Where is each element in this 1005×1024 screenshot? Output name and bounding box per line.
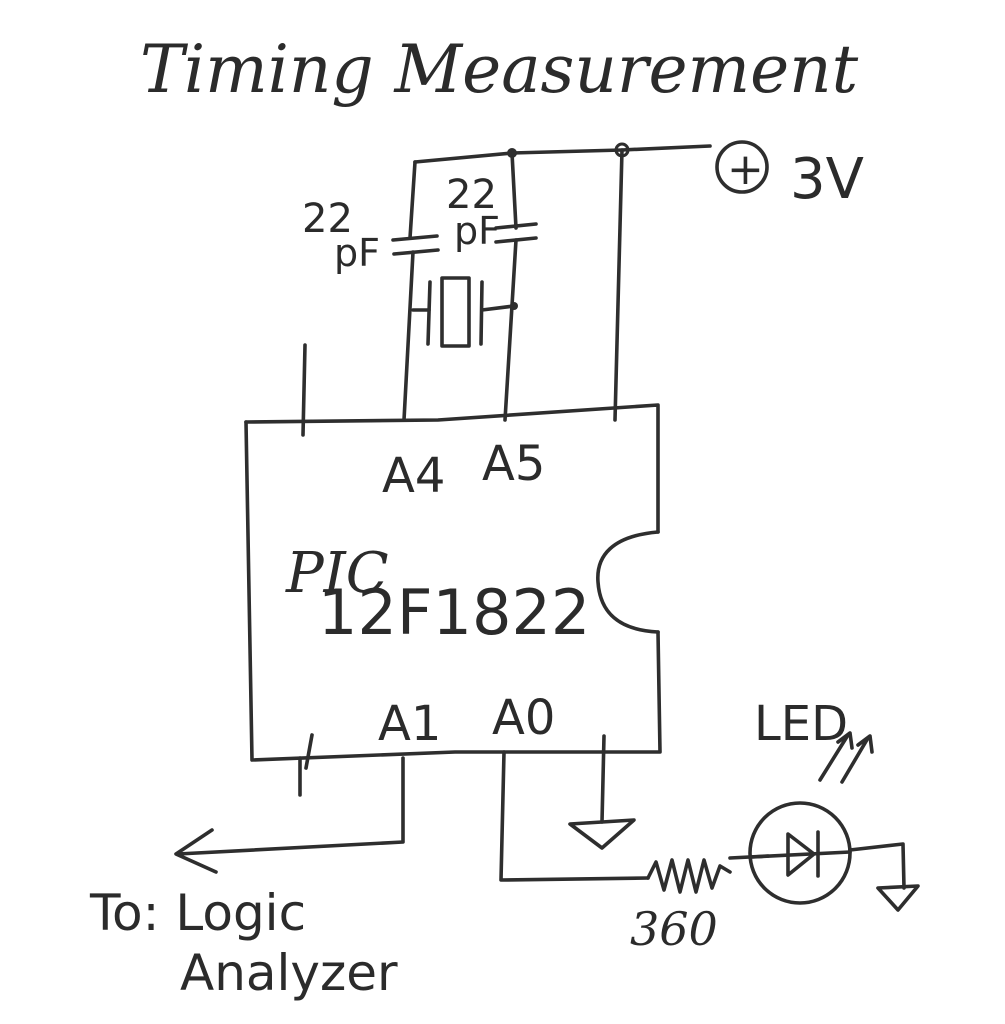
pin-label-a0: A0	[492, 690, 555, 746]
power-source-symbol: +	[715, 140, 769, 195]
power-plus-symbol: +	[727, 144, 764, 195]
chip-name-line1: PIC	[285, 541, 389, 606]
led-label: LED	[754, 696, 848, 752]
capacitor-1-unit: pF	[334, 231, 380, 275]
crystal-oscillator-network	[391, 151, 538, 422]
led-symbol	[748, 731, 906, 905]
logic-analyzer-output	[174, 756, 405, 874]
output-label-line2: Analyzer	[180, 944, 398, 1002]
resistor-value: 360	[630, 902, 718, 956]
output-label-line1: To: Logic	[89, 884, 306, 942]
capacitor-2-value: 22	[446, 172, 497, 218]
pin-label-a1: A1	[378, 696, 441, 752]
power-voltage-label: 3V	[790, 147, 864, 212]
pin-label-a4: A4	[382, 448, 445, 504]
ground-symbol-chip	[568, 734, 636, 850]
pin-label-a5: A5	[482, 436, 545, 492]
pic-chip	[244, 403, 662, 770]
chip-name-line2: 12F1822	[318, 576, 590, 649]
capacitor-2-unit: pF	[454, 209, 500, 253]
capacitor-1-value: 22	[302, 196, 353, 242]
led-drive-circuit	[499, 750, 770, 894]
ground-symbol-led	[876, 884, 920, 912]
diagram-title: Timing Measurement	[140, 31, 859, 108]
